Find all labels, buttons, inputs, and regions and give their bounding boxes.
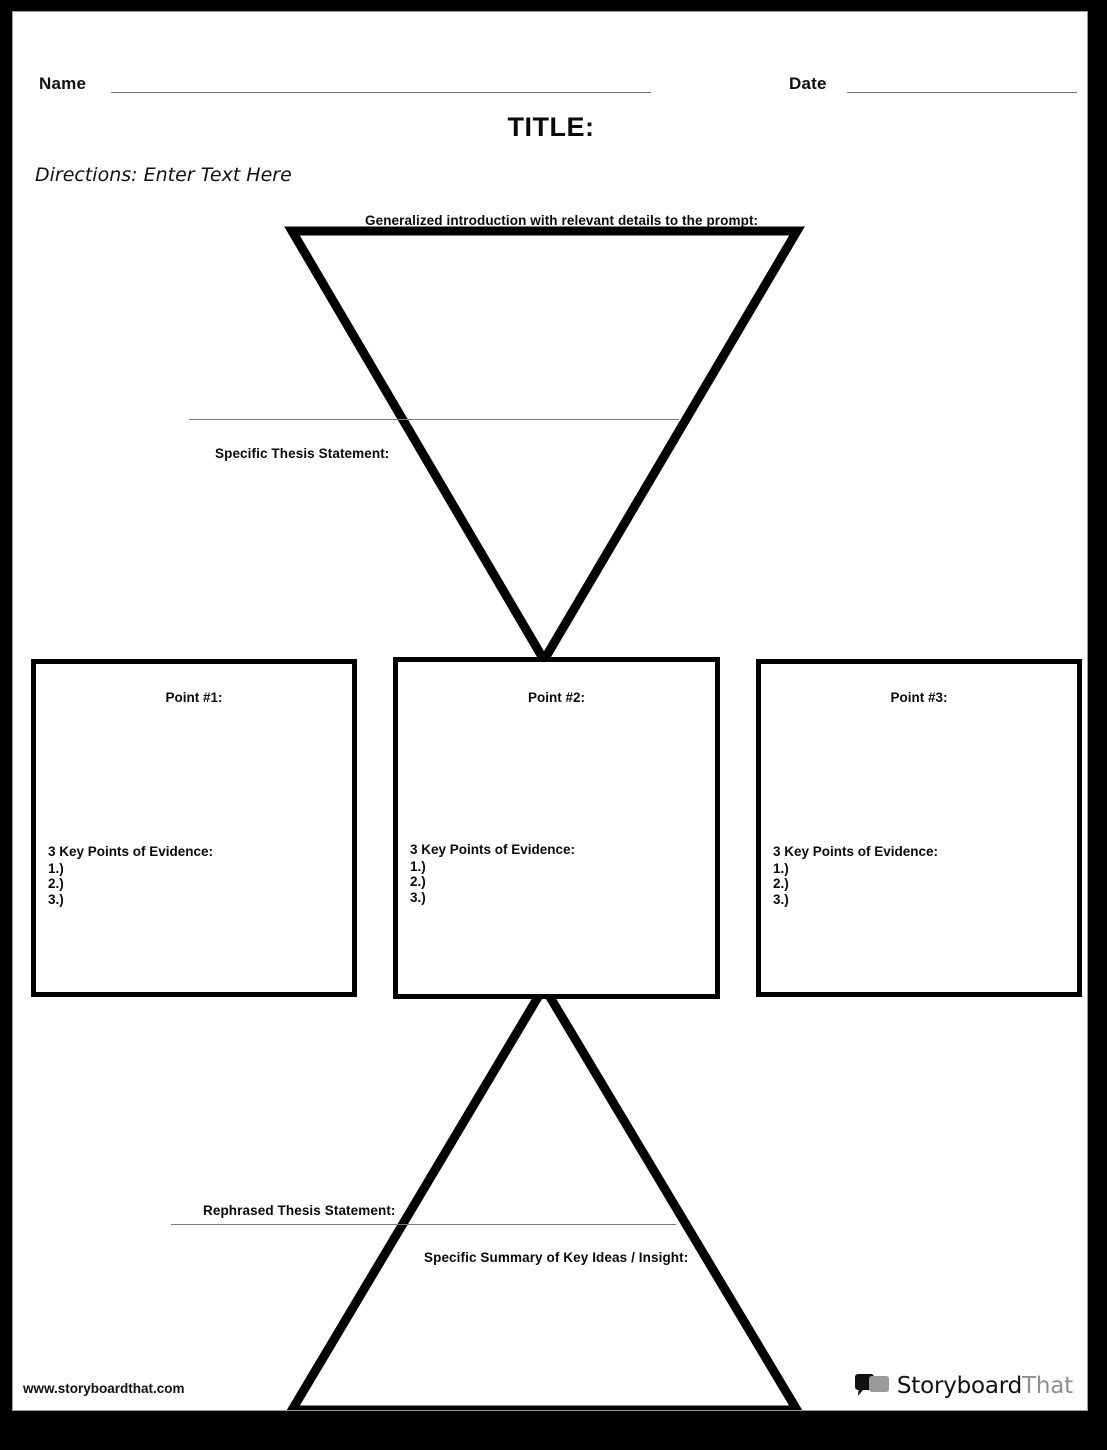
logo-word-storyboard: Storyboard	[896, 1373, 1023, 1399]
evidence-item-2[interactable]: 2.)	[48, 876, 64, 891]
upright-triangle-conclusion	[286, 978, 803, 1410]
footer-url[interactable]: www.storyboardthat.com	[23, 1381, 185, 1396]
page-title[interactable]: TITLE:	[507, 112, 595, 142]
thesis-statement-caption: Specific Thesis Statement:	[215, 446, 390, 461]
evidence-item-2[interactable]: 2.)	[410, 874, 426, 889]
rephrased-thesis-caption: Rephrased Thesis Statement:	[203, 1203, 396, 1218]
point-box-1-evidence: 3 Key Points of Evidence: 1.) 2.) 3.)	[48, 844, 213, 907]
evidence-item-1[interactable]: 1.)	[410, 858, 426, 874]
evidence-heading: 3 Key Points of Evidence:	[48, 844, 214, 859]
point-box-1[interactable]: Point #1: 3 Key Points of Evidence: 1.) …	[31, 659, 357, 997]
storyboardthat-logo[interactable]: StoryboardThat	[849, 1367, 1077, 1405]
point-box-3-title: Point #3:	[890, 690, 948, 705]
worksheet-page: Name Date TITLE: Directions: Enter Text …	[12, 11, 1088, 1411]
logo-word-that: That	[1022, 1373, 1073, 1399]
evidence-item-1[interactable]: 1.)	[48, 860, 64, 876]
evidence-item-3[interactable]: 3.)	[410, 889, 426, 905]
evidence-item-3[interactable]: 3.)	[48, 891, 64, 907]
date-field-label: Date	[789, 74, 827, 93]
point-box-2[interactable]: Point #2: 3 Key Points of Evidence: 1.) …	[393, 657, 720, 999]
intro-caption: Generalized introduction with relevant d…	[365, 213, 759, 228]
summary-caption: Specific Summary of Key Ideas / Insight:	[424, 1250, 689, 1265]
point-box-2-evidence: 3 Key Points of Evidence: 1.) 2.) 3.)	[410, 842, 575, 905]
rephrased-thesis-line[interactable]	[171, 1224, 676, 1225]
name-field-label: Name	[39, 74, 87, 93]
directions-text[interactable]: Directions: Enter Text Here	[35, 164, 292, 186]
point-box-3-evidence: 3 Key Points of Evidence: 1.) 2.) 3.)	[773, 844, 938, 907]
evidence-item-3[interactable]: 3.)	[773, 891, 789, 907]
name-write-in-line[interactable]	[111, 92, 651, 93]
logo-wordmark: StoryboardThat	[897, 1373, 1073, 1399]
speech-bubbles-icon	[854, 1373, 890, 1399]
date-write-in-line[interactable]	[847, 92, 1077, 93]
thesis-statement-line[interactable]	[189, 419, 679, 420]
evidence-heading: 3 Key Points of Evidence:	[773, 844, 939, 859]
point-box-3[interactable]: Point #3: 3 Key Points of Evidence: 1.) …	[756, 659, 1082, 997]
evidence-item-1[interactable]: 1.)	[773, 860, 789, 876]
evidence-heading: 3 Key Points of Evidence:	[410, 842, 576, 857]
point-box-1-title: Point #1:	[165, 690, 223, 705]
evidence-item-2[interactable]: 2.)	[773, 876, 789, 891]
point-box-2-title: Point #2:	[527, 690, 585, 705]
